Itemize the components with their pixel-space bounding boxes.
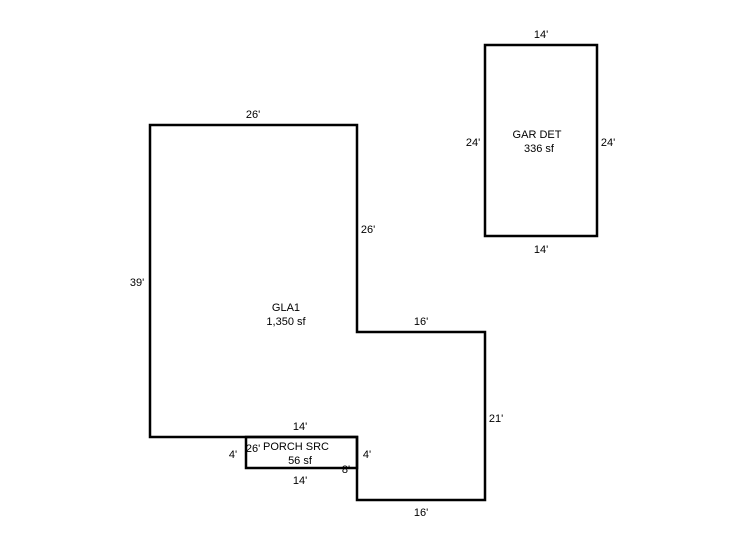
gla1-size-label: 1,350 sf xyxy=(266,316,306,328)
porch-dim-bottom: 14' xyxy=(293,475,307,487)
garage-dim-left: 24' xyxy=(466,137,480,149)
porch-dim-inner-right: 8' xyxy=(342,464,350,476)
porch-dim-inner-left: 26' xyxy=(246,443,260,455)
gla1-dim-bottom: 16' xyxy=(414,507,428,519)
gla1-dim-step: 16' xyxy=(414,316,428,328)
garage-dim-right: 24' xyxy=(601,137,615,149)
garage-name-label: GAR DET xyxy=(513,129,562,141)
gla1-dim-right-upper: 26' xyxy=(361,224,375,236)
gla1-dim-left: 39' xyxy=(130,277,144,289)
porch-name-label: PORCH SRC xyxy=(263,441,329,453)
garage-dim-top: 14' xyxy=(534,29,548,41)
porch-size-label: 56 sf xyxy=(288,455,313,467)
gla1-dim-top: 26' xyxy=(246,109,260,121)
garage-outline xyxy=(483,43,599,238)
porch-dim-left: 4' xyxy=(229,449,237,461)
gla1-name-label: GLA1 xyxy=(272,302,300,314)
porch-dim-top: 14' xyxy=(293,421,307,433)
gla1-dim-right-lower: 21' xyxy=(489,413,503,425)
garage-dim-bottom: 14' xyxy=(534,244,548,256)
garage-size-label: 336 sf xyxy=(524,143,555,155)
porch-outline xyxy=(244,435,359,470)
porch-dim-right: 4' xyxy=(363,449,371,461)
gla1-outline xyxy=(148,123,487,502)
